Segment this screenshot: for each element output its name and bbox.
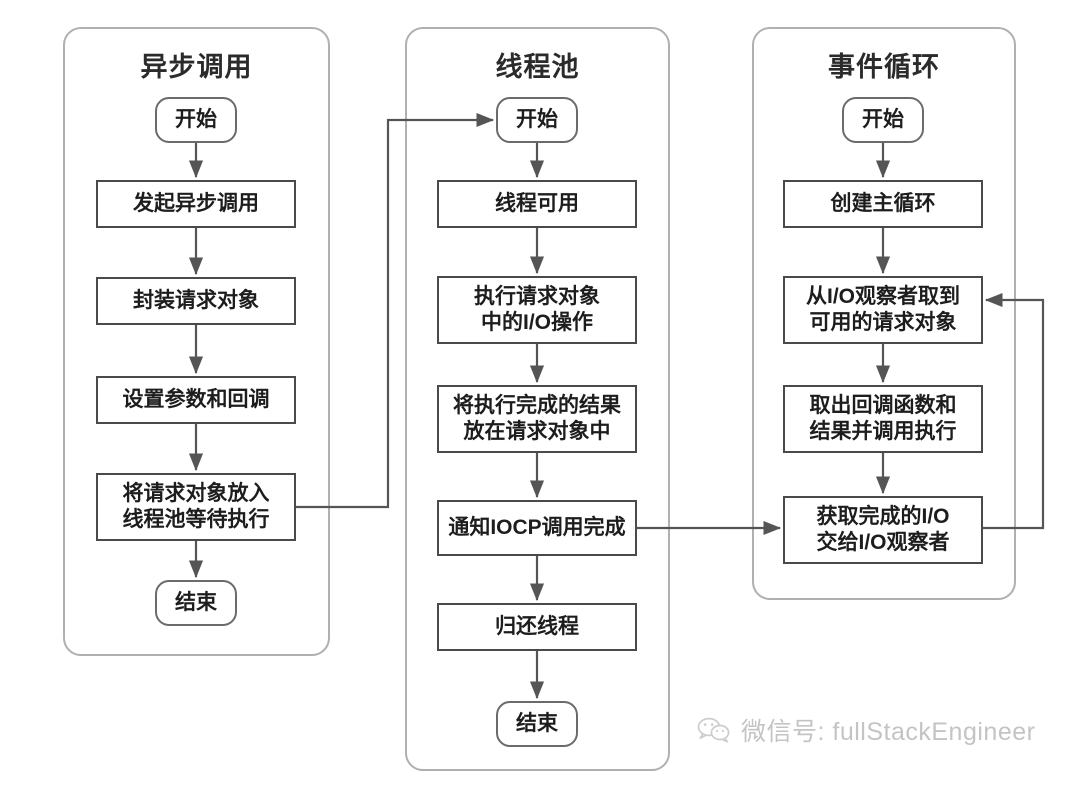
node-pool-notify-iocp[interactable]: 通知IOCP调用完成 [437,500,637,556]
node-pool-execute-io[interactable]: 执行请求对象 中的I/O操作 [437,276,637,344]
node-loop-fetch-request[interactable]: 从I/O观察者取到 可用的请求对象 [783,276,983,344]
node-loop-invoke-callback[interactable]: 取出回调函数和 结果并调用执行 [783,385,983,453]
lane-title-event-loop: 事件循环 [828,52,940,82]
node-label-line1: 执行请求对象 [474,285,600,309]
node-async-start[interactable]: 开始 [155,97,237,143]
node-label-line2: 可用的请求对象 [809,311,957,334]
node-label: 结束 [516,712,558,736]
node-label: 设置参数和回调 [122,388,270,412]
watermark-text: 微信号: fullStackEngineer [741,718,1036,746]
node-async-set-params-callback[interactable]: 设置参数和回调 [96,376,296,424]
node-pool-thread-available[interactable]: 线程可用 [437,180,637,228]
node-pool-return-thread[interactable]: 归还线程 [437,603,637,651]
node-label: 创建主循环 [830,192,936,216]
node-async-enqueue-threadpool[interactable]: 将请求对象放入 线程池等待执行 [96,473,296,541]
node-label-line2: 中的I/O操作 [480,311,593,334]
wechat-icon [697,717,731,743]
node-async-wrap-request[interactable]: 封装请求对象 [96,277,296,325]
node-label: 结束 [175,591,217,615]
node-loop-start[interactable]: 开始 [842,97,924,143]
node-label: 通知IOCP调用完成 [448,516,626,540]
node-loop-dispatch-observer[interactable]: 获取完成的I/O 交给I/O观察者 [783,496,983,564]
node-label-line1: 获取完成的I/O [816,505,950,529]
watermark: 微信号: fullStackEngineer [697,712,1035,748]
node-label: 开始 [516,108,558,132]
node-label: 发起异步调用 [133,192,259,216]
lane-title-async-call: 异步调用 [140,52,253,82]
node-loop-create-main-loop[interactable]: 创建主循环 [783,180,983,228]
node-label-line2: 结果并调用执行 [809,420,957,443]
node-label: 线程可用 [495,192,579,216]
node-pool-end[interactable]: 结束 [496,701,578,747]
node-label: 开始 [862,108,904,132]
node-label: 封装请求对象 [133,289,259,313]
node-label-line1: 将请求对象放入 [122,482,270,506]
node-pool-start[interactable]: 开始 [496,97,578,143]
node-async-initiate[interactable]: 发起异步调用 [96,180,296,228]
node-label-line1: 从I/O观察者取到 [805,285,960,309]
node-label-line2: 交给I/O观察者 [816,531,950,554]
node-label: 归还线程 [495,615,579,639]
node-label-line2: 线程池等待执行 [122,508,270,531]
lane-title-thread-pool: 线程池 [495,52,580,82]
node-label-line1: 将执行完成的结果 [453,394,621,418]
node-label-line2: 放在请求对象中 [463,420,611,443]
node-pool-store-result[interactable]: 将执行完成的结果 放在请求对象中 [437,385,637,453]
node-async-end[interactable]: 结束 [155,580,237,626]
node-label-line1: 取出回调函数和 [809,394,957,418]
node-label: 开始 [175,108,217,132]
